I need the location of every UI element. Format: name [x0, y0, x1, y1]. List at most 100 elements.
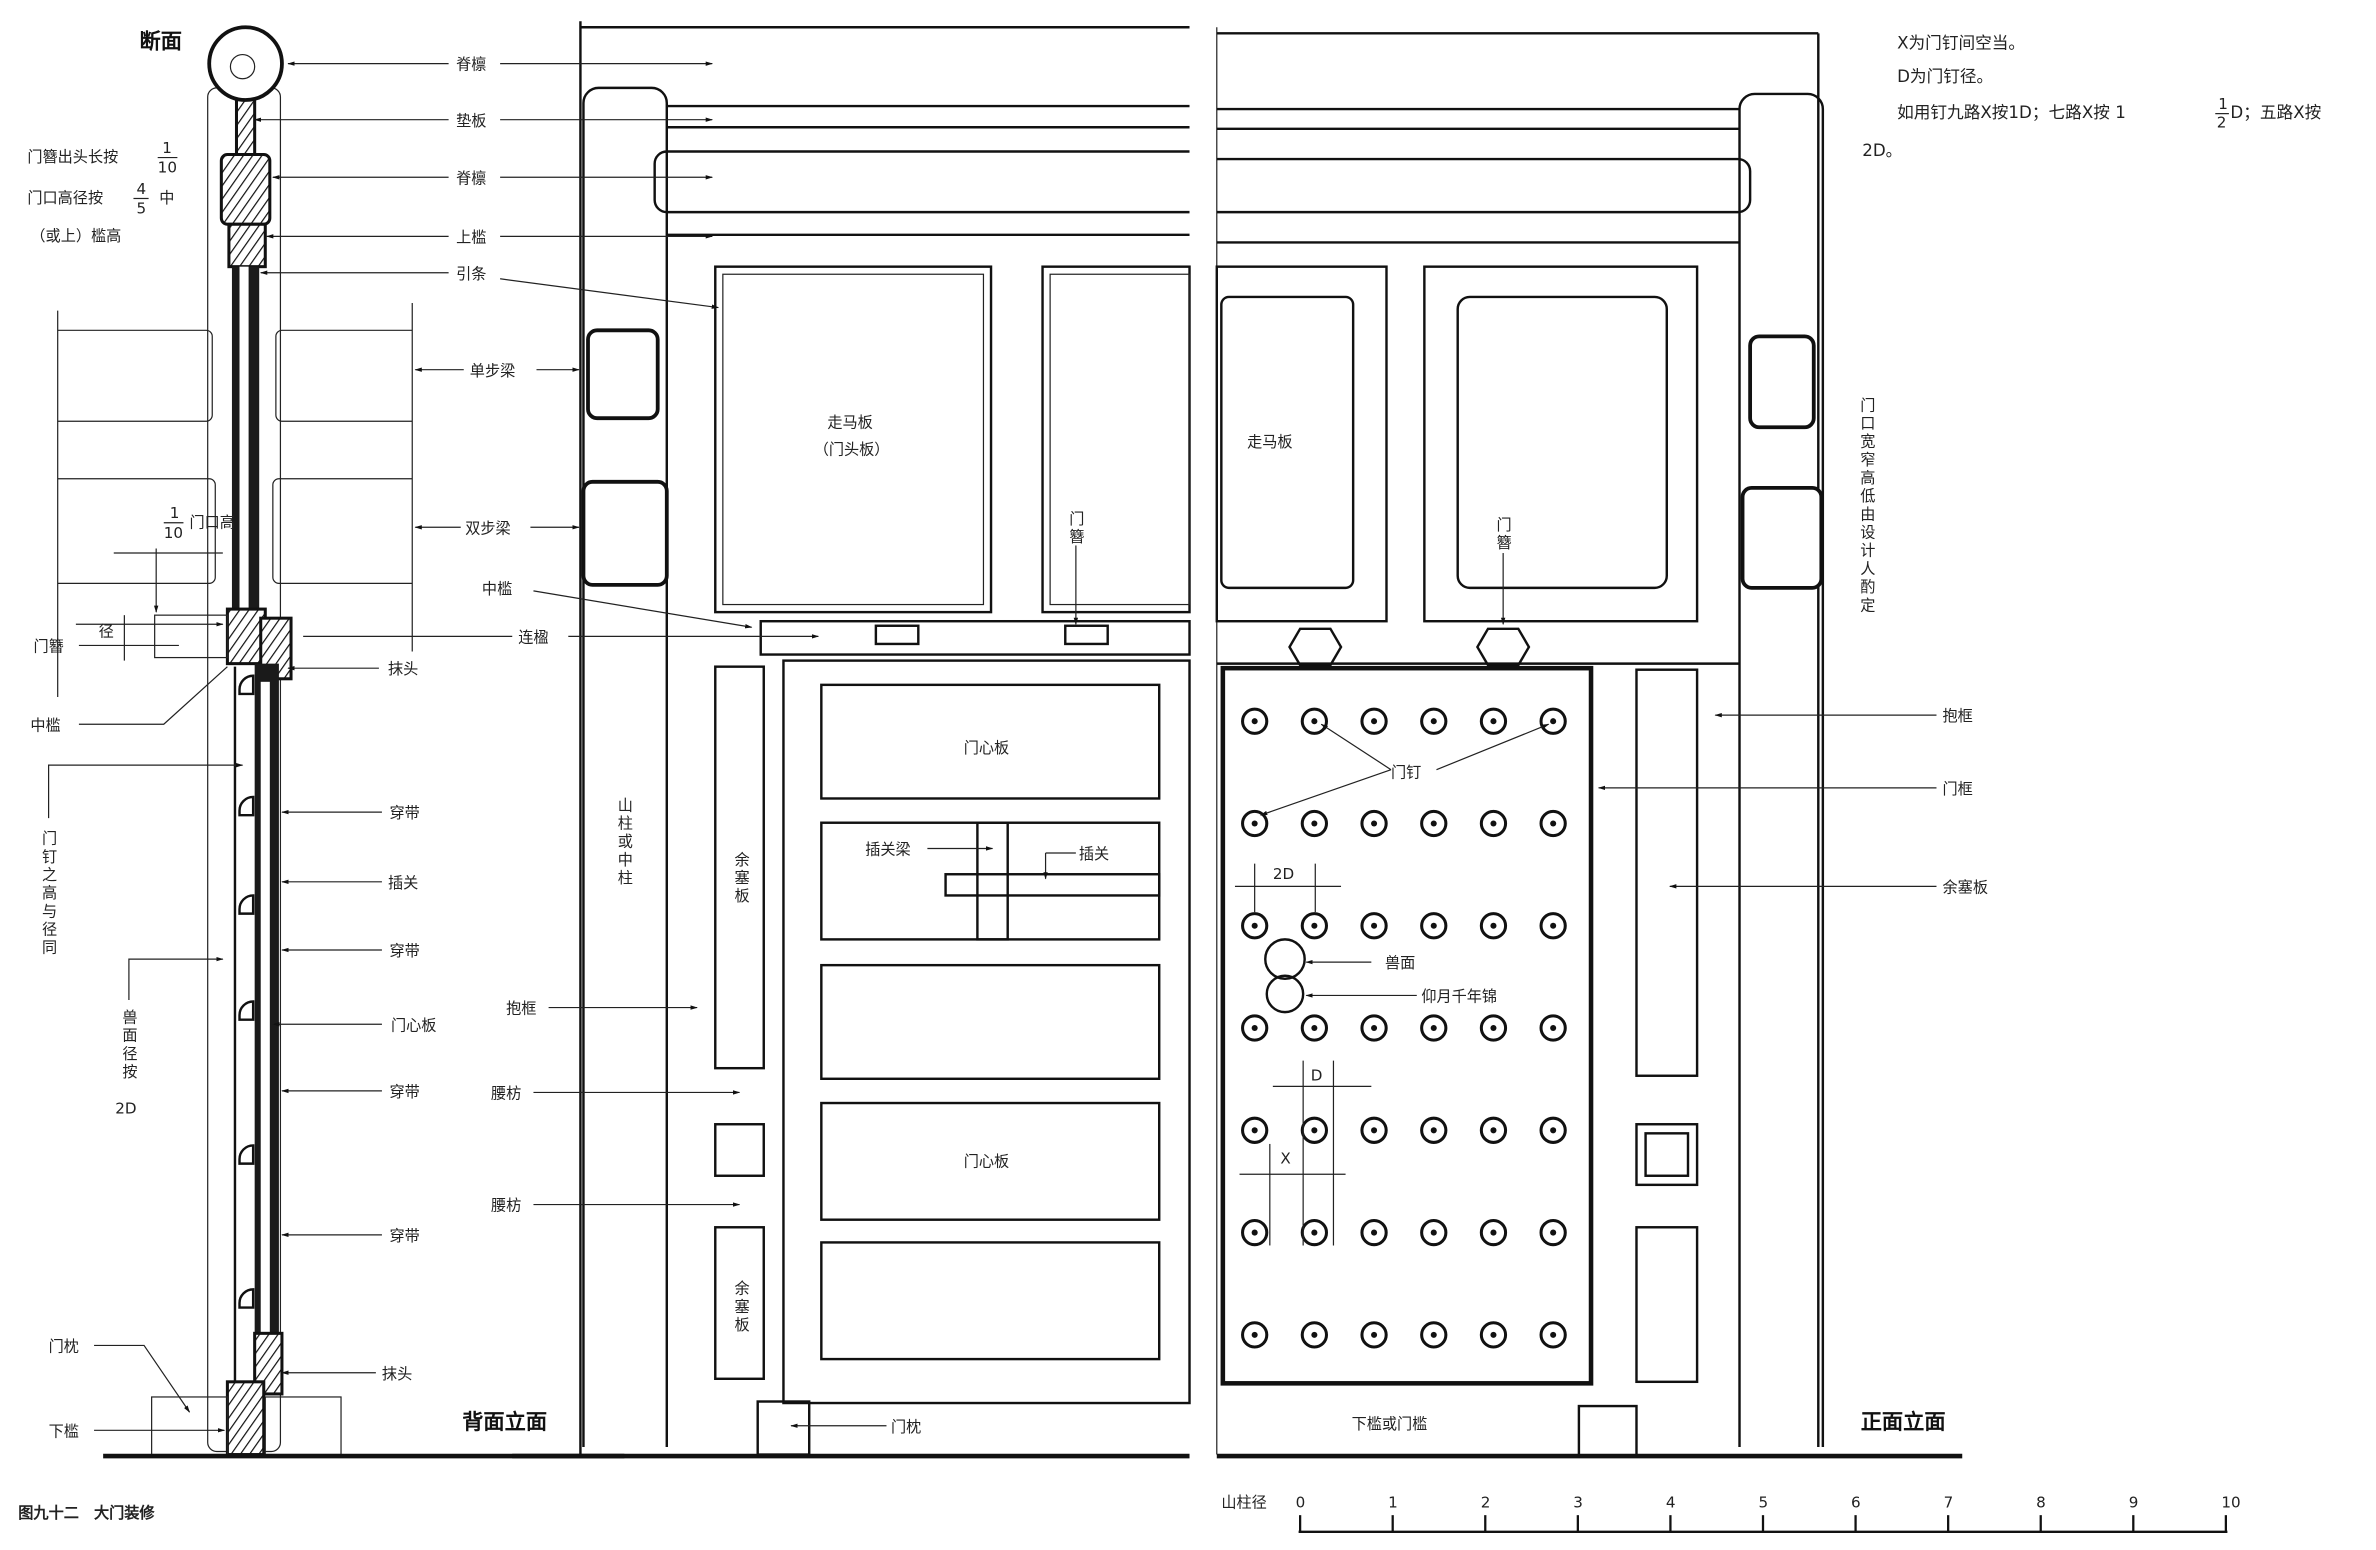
door-nail-icon: [1420, 1116, 1448, 1144]
door-nail-icon: [1300, 1014, 1329, 1042]
menxinban-panel-1: [820, 683, 1161, 800]
mask-diameter-value: 2D: [115, 1100, 136, 1118]
note-line-1: X为门钉间空当。: [1897, 33, 2025, 52]
door-nail-icon: [1241, 809, 1269, 838]
label-shangkan: 上槛: [456, 228, 486, 246]
note-line-4: 2D。: [1862, 141, 1902, 160]
small-panel-back: [714, 1123, 765, 1177]
scale-tick-label: 3: [1573, 1494, 1583, 1512]
baokuang-back: [714, 665, 765, 1070]
mountain-column: [582, 86, 669, 1447]
door-nail-icon: [1300, 1116, 1329, 1144]
door-nail-icon: [1539, 1218, 1567, 1247]
scale-tick-label: 2: [1481, 1494, 1491, 1512]
purlin: [653, 150, 1190, 214]
door-nail-icon: [1420, 809, 1448, 838]
label-jing: 径: [99, 622, 114, 640]
label-d: D: [1311, 1066, 1323, 1084]
door-leaf-back: [782, 659, 1191, 1405]
label-yuseban-2: 余塞板: [732, 1280, 750, 1335]
section-view: 断面: [18, 25, 625, 1522]
label-menxinban: 门心板: [391, 1016, 436, 1034]
door-nail-icon: [1479, 1014, 1508, 1042]
double-beam-left: [57, 478, 216, 584]
door-leaf-inner: [260, 681, 270, 1379]
scale-tick-label: 0: [1296, 1494, 1306, 1512]
single-beam-end-front: [1748, 334, 1816, 430]
chaguanliang: [976, 821, 1009, 941]
door-nail-icon: [1420, 1321, 1448, 1349]
label-menkuang: 门框: [1943, 780, 1973, 798]
note-door-height-num: 4: [136, 180, 146, 198]
zoumaban-inner: [722, 273, 985, 606]
nail-profile-icon: [238, 1000, 255, 1021]
ridge-purlin-section: [207, 25, 284, 102]
beast-mask-icon: [1264, 938, 1306, 980]
wood-grain: [229, 53, 256, 80]
dianban-section: [234, 95, 257, 160]
scale-tick-label: 8: [2036, 1494, 2046, 1512]
small-panel-front: [1635, 1123, 1699, 1187]
label-column: 山柱或中柱: [615, 797, 633, 888]
door-nail-icon: [1360, 912, 1388, 940]
door-nail-icon: [1241, 707, 1269, 735]
scale-tick-label: 9: [2129, 1494, 2139, 1512]
label-dianban: 垫板: [456, 112, 486, 130]
door-nail-icon: [1479, 1321, 1508, 1349]
door-nail-icon: [1539, 809, 1567, 838]
menzhen-back: [756, 1400, 811, 1456]
label-yaofang-2: 腰枋: [491, 1197, 521, 1215]
label-menzan-section: 门簪: [33, 638, 63, 656]
note-menzan: 门簪出头长按: [27, 148, 118, 166]
door-nail-icon: [1300, 1321, 1329, 1349]
back-elevation: 走马板 （门头板） 门簪 山柱或中柱 抱框 腰枋 腰枋 余塞板 余塞板 插关梁 …: [462, 21, 1191, 1459]
label-menzhen-back: 门枕: [891, 1418, 921, 1436]
door-ring-icon: [1265, 974, 1305, 1014]
label-xiakan-section: 下槛: [49, 1422, 79, 1440]
note-line-3-num: 1: [2218, 95, 2228, 113]
door-height-num: 1: [170, 504, 180, 522]
door-nail-icon: [1539, 1321, 1567, 1349]
door-nail-icon: [1360, 1321, 1388, 1349]
label-yuseban-1: 余塞板: [732, 851, 750, 906]
nail-profile-icon: [238, 894, 255, 915]
double-beam-end-front: [1740, 485, 1824, 590]
label-chuandai-1: 穿带: [390, 804, 420, 822]
middle-sill: [759, 620, 1191, 656]
nail-height-note: 门钉之高与径同: [40, 830, 58, 957]
door-nail-icon: [1539, 1116, 1567, 1144]
zoumaban-front-1: [1215, 265, 1388, 623]
door-nail-icon: [1420, 1014, 1448, 1042]
scale-label: 山柱径: [1221, 1494, 1266, 1512]
note-door-height-den: 5: [136, 200, 146, 218]
scale-tick-label: 5: [1758, 1494, 1768, 1512]
label-chaguan-back: 插关: [1079, 845, 1109, 863]
door-nail-icon: [1241, 912, 1269, 940]
figure-caption: 图九十二 大门装修: [18, 1504, 155, 1522]
note-door-height-tail: 中: [159, 189, 174, 207]
label-mentouban: （门头板）: [814, 441, 890, 459]
door-nail-icon: [1360, 1014, 1388, 1042]
scale-tick-label: 7: [1944, 1494, 1954, 1512]
label-shoumian: 兽面: [1385, 954, 1415, 972]
door-nail-icon: [1420, 1218, 1448, 1247]
door-nail-icon: [1360, 1116, 1388, 1144]
zoumaban-inner-2: [1049, 273, 1191, 606]
label-xiakan-front: 下槛或门槛: [1352, 1415, 1428, 1433]
door-nail-icon: [1420, 912, 1448, 940]
label-zhongkan-back: 中槛: [482, 580, 512, 598]
label-zoumaban-front: 走马板: [1247, 433, 1292, 451]
door-nail-icon: [1241, 1014, 1269, 1042]
door-nail-icon: [1360, 1218, 1388, 1247]
door-nail-icon: [1360, 707, 1388, 735]
design-note: 门口宽窄高低由设计人酌定: [1858, 397, 1876, 615]
door-nail-icon: [1479, 707, 1508, 735]
door-nail-icon: [1241, 1218, 1269, 1247]
door-nail-icon: [1241, 1321, 1269, 1349]
scale-tick-label: 1: [1388, 1494, 1398, 1512]
label-jilin-1: 脊檩: [456, 56, 486, 74]
zoumaban-front-2: [1423, 265, 1699, 623]
nail-profile-icon: [238, 1144, 255, 1165]
